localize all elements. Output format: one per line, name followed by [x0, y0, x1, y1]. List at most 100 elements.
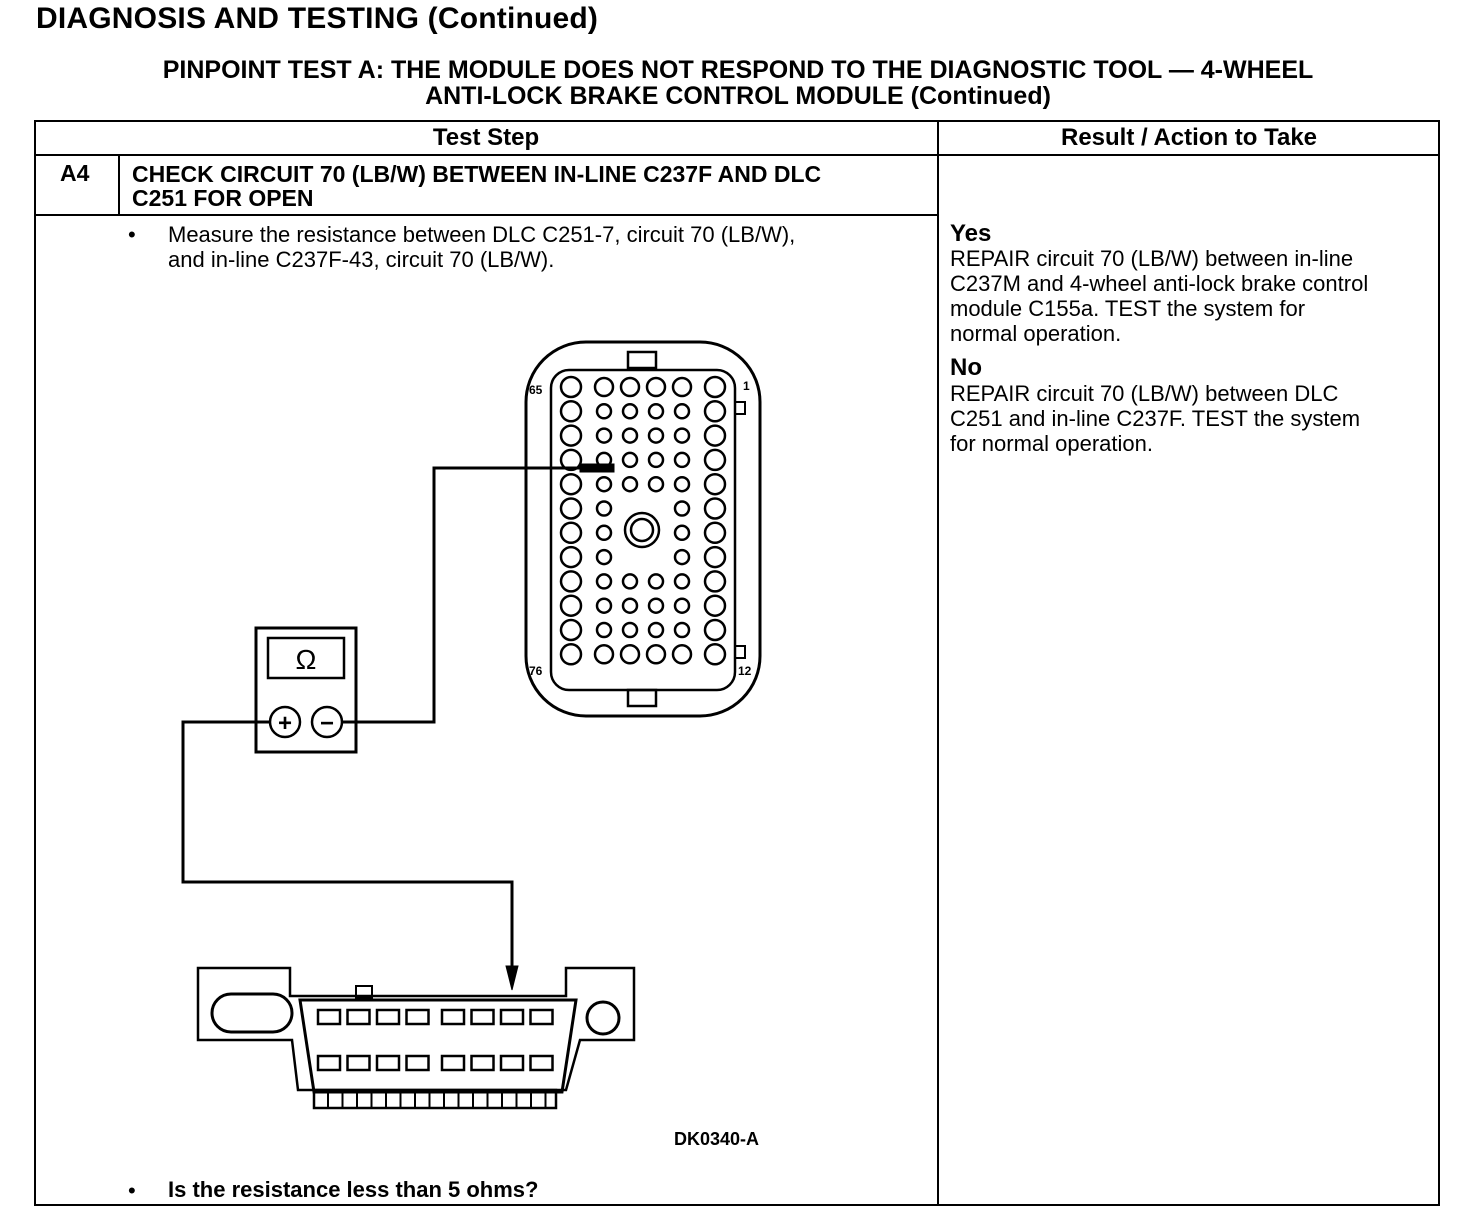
column-divider [937, 120, 939, 1206]
connector-pin-cavity [673, 548, 691, 566]
pin-label-76: 76 [529, 664, 543, 678]
ohmmeter [254, 626, 358, 754]
dlc-pin-cells [316, 1008, 554, 1072]
dlc-pin-cell [375, 1008, 401, 1026]
connector-pin-cavity [621, 427, 639, 444]
connector-pin-cavity [595, 427, 613, 444]
pinpoint-test-title: PINPOINT TEST A: THE MODULE DOES NOT RES… [162, 56, 1314, 84]
connector-pin-cavity [645, 644, 667, 665]
step-title-continued: C251 FOR OPEN [132, 185, 314, 211]
column-header-test-step: Test Step [432, 124, 540, 151]
connector-pin-cavity [647, 451, 665, 469]
connector-pin-cavity [647, 403, 665, 420]
connector-pin-cavity [621, 403, 639, 420]
step-id-divider [118, 155, 120, 215]
inline-connector-c237f [524, 340, 762, 718]
page-heading: DIAGNOSIS AND TESTING (Continued) [36, 2, 599, 35]
header-divider [34, 154, 1440, 156]
connector-pin-cavity [559, 545, 583, 569]
dlc-pin-cell [405, 1054, 430, 1072]
result-yes-line: C237M and 4-wheel anti-lock brake contro… [950, 271, 1369, 296]
connector-pin-cavity [595, 475, 613, 493]
connector-pin-cavity [673, 475, 691, 493]
connector-pin-field [559, 375, 727, 666]
connector-pin-cavity [673, 403, 691, 420]
dlc-pin-cell [346, 1054, 371, 1072]
connector-pin-cavity [647, 573, 665, 590]
dlc-pin-cell [440, 1008, 466, 1026]
instruction-line: and in-line C237F-43, circuit 70 (LB/W). [168, 247, 555, 272]
connector-pin-cavity [559, 643, 583, 666]
connector-pin-cavity [595, 403, 613, 420]
connector-pin-cavity [621, 597, 639, 614]
connector-pin-cavity [645, 376, 667, 398]
figure-code: DK0340-A [674, 1129, 759, 1149]
connector-pin-cavity [621, 621, 639, 639]
column-header-result: Result / Action to Take [1060, 124, 1318, 151]
connector-pin-cavity [647, 621, 665, 639]
dlc-pin-cell [529, 1054, 554, 1072]
dlc-pin-cell [499, 1008, 525, 1026]
connector-pin-cavity [619, 376, 641, 398]
connector-pin-cavity [593, 376, 615, 398]
connector-pin-cavity [703, 497, 727, 520]
plus-terminal-icon: + [278, 710, 292, 737]
result-yes-line: REPAIR circuit 70 (LB/W) between in-line [950, 246, 1354, 271]
pinpoint-test-title-continued: ANTI-LOCK BRAKE CONTROL MODULE (Continue… [425, 82, 1051, 110]
dlc-comb-teeth [327, 1092, 547, 1108]
connector-pin-cavity [595, 548, 613, 566]
dlc-pin-cell [316, 1008, 342, 1026]
result-yes-label: Yes [950, 220, 992, 247]
connector-pin-cavity [703, 618, 727, 642]
connector-pin-cavity [621, 573, 639, 590]
connector-center-post-inner [629, 517, 655, 543]
connector-pin-cavity [595, 573, 613, 590]
connector-pin-cavity [593, 644, 615, 665]
test-leads [181, 466, 582, 970]
connector-pin-cavity [703, 594, 727, 617]
connector-pin-cavity [559, 400, 583, 423]
connector-pin-cavity [673, 573, 691, 590]
result-no-label: No [950, 354, 982, 381]
connector-pin-cavity [703, 448, 727, 472]
ohm-symbol: Ω [296, 644, 317, 675]
dlc-pin-cell [470, 1054, 495, 1072]
probe-tips [505, 463, 615, 991]
step-title-divider [34, 214, 938, 216]
step-title: CHECK CIRCUIT 70 (LB/W) BETWEEN IN-LINE … [132, 161, 822, 187]
dlc-pin-cell [375, 1054, 401, 1072]
connector-pin-cavity [703, 570, 727, 593]
dlc-pin-cell [440, 1054, 466, 1072]
connector-pin-cavity [595, 524, 613, 542]
result-yes-line: normal operation. [950, 321, 1122, 346]
connector-pin-cavity [703, 472, 727, 496]
connector-pin-cavity [559, 375, 583, 399]
connector-pin-cavity [703, 375, 727, 399]
connector-pin-cavity [671, 376, 693, 398]
connector-pin-cavity [673, 500, 691, 517]
bullet: • [128, 1178, 136, 1203]
connector-pin-cavity [559, 570, 583, 593]
connector-pin-cavity [673, 524, 691, 542]
pin-label-65: 65 [529, 383, 543, 397]
instruction-line: Measure the resistance between DLC C251-… [168, 222, 796, 247]
connector-pin-cavity [621, 475, 639, 493]
connector-pin-cavity [595, 597, 613, 614]
connector-pin-cavity [595, 621, 613, 639]
connector-pin-cavity [673, 427, 691, 444]
connector-pin-cavity [703, 521, 727, 545]
test-table [34, 120, 1440, 1206]
connector-pin-cavity [595, 500, 613, 517]
connector-pin-cavity [703, 424, 727, 447]
test-question: Is the resistance less than 5 ohms? [168, 1177, 539, 1202]
connector-pin-cavity [673, 621, 691, 639]
connector-pin-cavity [559, 497, 583, 520]
connector-pin-cavity [647, 427, 665, 444]
connector-pin-cavity [619, 644, 641, 665]
bullet: • [128, 222, 136, 247]
connector-pin-cavity [673, 451, 691, 469]
connector-pin-cavity [703, 400, 727, 423]
dlc-pin-cell [470, 1008, 495, 1026]
step-id: A4 [60, 160, 90, 186]
